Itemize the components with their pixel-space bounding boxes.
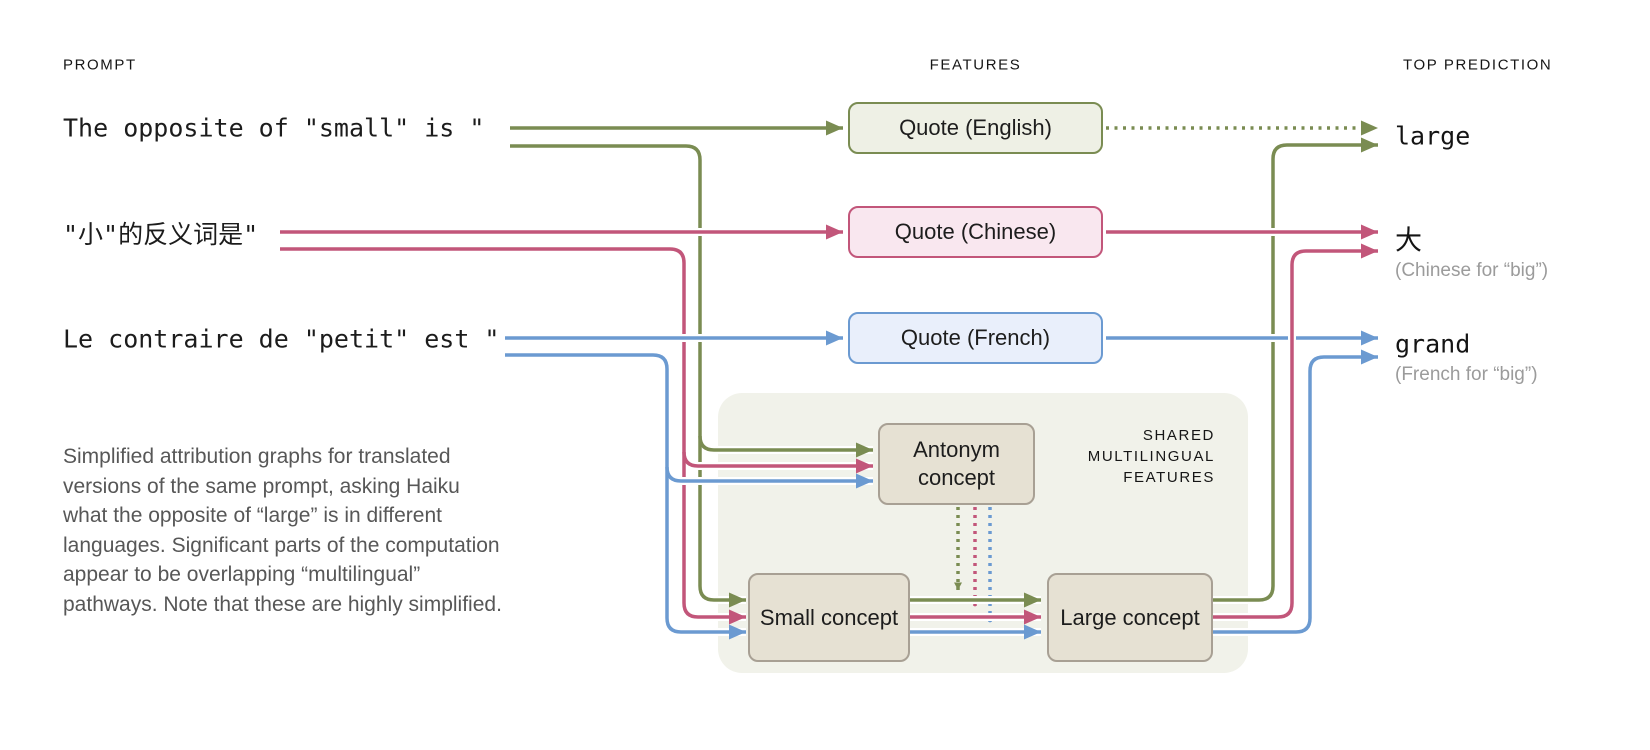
features-column-header: FEATURES bbox=[929, 56, 1022, 74]
top-prediction-column-header: TOP PREDICTION bbox=[1403, 56, 1553, 74]
path-large-to-english-prediction bbox=[1213, 137, 1378, 604]
path-chinese-prompt-bundle bbox=[280, 224, 873, 625]
prediction-chinese-note: (Chinese for “big”) bbox=[1395, 260, 1549, 281]
concept-box-small: Small concept bbox=[748, 573, 910, 662]
prompt-french: Le contraire de "petit" est " bbox=[63, 324, 500, 354]
shared-features-label: SHARED MULTILINGUAL FEATURES bbox=[1000, 425, 1215, 488]
path-french-prompt-bundle bbox=[505, 330, 873, 640]
feature-box-quote-french-label: Quote (French) bbox=[900, 325, 1051, 350]
small-to-large-arrows bbox=[910, 592, 1041, 640]
feature-box-quote-english-label: Quote (English) bbox=[899, 115, 1052, 140]
figure-caption: Simplified attribution graphs for transl… bbox=[63, 445, 502, 616]
prompt-english: The opposite of "small" is " bbox=[63, 113, 485, 143]
prompt-column-header: PROMPT bbox=[63, 56, 137, 74]
concept-box-large: Large concept bbox=[1047, 573, 1213, 662]
feature-box-quote-chinese-label: Quote (Chinese) bbox=[894, 219, 1057, 244]
concept-box-antonym: Antonym concept bbox=[878, 423, 1035, 505]
shared-features-label-line2: MULTILINGUAL bbox=[1087, 448, 1215, 465]
path-large-to-french-prediction bbox=[1213, 349, 1378, 636]
antonym-influence-dotted-lines bbox=[954, 507, 994, 623]
path-large-to-chinese-prediction bbox=[1213, 243, 1378, 621]
prediction-chinese: 大 bbox=[1395, 225, 1422, 256]
path-english-prompt-bundle bbox=[510, 120, 873, 608]
feature-box-quote-chinese: Quote (Chinese) bbox=[848, 206, 1103, 258]
prediction-french-note: (French for “big”) bbox=[1395, 364, 1538, 385]
concept-box-antonym-label: Antonym concept bbox=[913, 437, 1000, 490]
prompt-chinese: "小"的反义词是" bbox=[63, 220, 259, 249]
shared-features-label-line1: SHARED bbox=[1142, 427, 1215, 444]
prediction-french: grand bbox=[1395, 329, 1471, 359]
prediction-english: large bbox=[1395, 121, 1471, 151]
shared-features-label-line3: FEATURES bbox=[1123, 469, 1215, 486]
concept-box-small-label: Small concept bbox=[759, 604, 899, 630]
feature-box-quote-french: Quote (French) bbox=[848, 312, 1103, 364]
concept-box-large-label: Large concept bbox=[1060, 604, 1200, 630]
feature-box-quote-english: Quote (English) bbox=[848, 102, 1103, 154]
